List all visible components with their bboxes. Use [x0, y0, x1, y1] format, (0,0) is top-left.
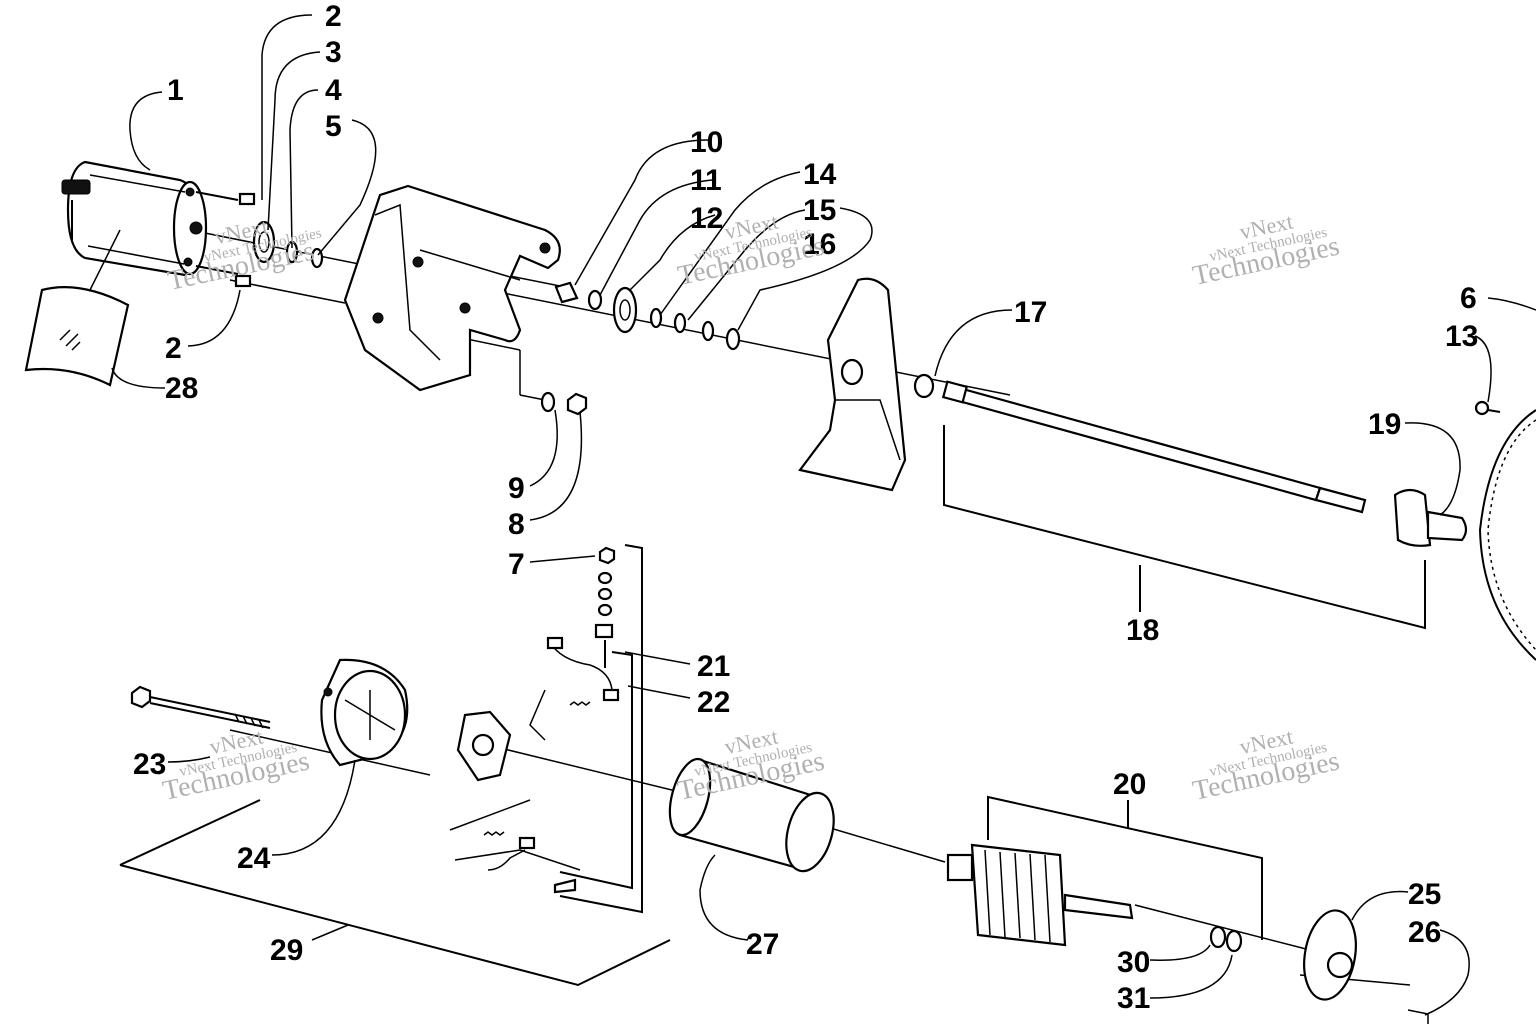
- lower-centerline: [229, 689, 1411, 986]
- watermark-3: vNext Technologies vNext Technologies: [1190, 209, 1342, 292]
- nut-washer: [540, 391, 588, 416]
- callout-4: 4: [325, 74, 342, 107]
- callout-3: 3: [325, 36, 342, 69]
- callout-17: 17: [1014, 296, 1047, 329]
- callout-31: 31: [1117, 982, 1150, 1015]
- terminal-stack: [594, 546, 616, 668]
- end-cap: [320, 658, 409, 767]
- drive-pinion: [1393, 488, 1468, 547]
- armature: [946, 843, 1134, 947]
- callout-13: 13: [1445, 320, 1478, 353]
- bushing: [913, 373, 935, 399]
- through-bolts: [195, 191, 256, 288]
- watermark-6: vNext Technologies vNext Technologies: [1190, 724, 1342, 807]
- callout-25: 25: [1408, 878, 1441, 911]
- motor-housing: [668, 757, 835, 873]
- callout-30: 30: [1117, 946, 1150, 979]
- callout-1: 1: [167, 74, 184, 107]
- label-plate: [24, 286, 130, 387]
- callout-22: 22: [697, 686, 730, 719]
- bracket-20: [987, 795, 1263, 940]
- callout-19: 19: [1368, 408, 1401, 441]
- mounting-bracket: [343, 184, 561, 392]
- callout-21: 21: [697, 650, 730, 683]
- callout-2-bottom: 2: [165, 332, 182, 365]
- starter-motor: [61, 160, 208, 291]
- end-plate: [1303, 909, 1429, 1024]
- bracket-21-22: [559, 544, 643, 914]
- callout-numbers: 1 2 3 4 5 2 28 10 11 12 14 15 16 9 8 17 …: [133, 0, 1478, 1015]
- callout-15: 15: [803, 194, 836, 227]
- armature-washers: [1209, 925, 1243, 953]
- callout-23: 23: [133, 748, 166, 781]
- callout-18: 18: [1126, 614, 1159, 647]
- callout-10: 10: [690, 126, 723, 159]
- callout-29: 29: [270, 934, 303, 967]
- bracket-18: [943, 425, 1426, 630]
- gear-stack: [554, 281, 741, 351]
- support-bracket: [798, 277, 907, 492]
- bracket-29: [119, 799, 671, 987]
- callout-6: 6: [1460, 282, 1477, 315]
- callout-2-top: 2: [325, 0, 342, 33]
- flywheel-ring: [1474, 400, 1536, 661]
- callout-12: 12: [690, 202, 723, 235]
- callout-26: 26: [1408, 916, 1441, 949]
- callout-7: 7: [508, 548, 525, 581]
- drive-shaft: [941, 380, 1367, 514]
- brush-holder: [456, 710, 512, 782]
- callout-24: 24: [237, 842, 271, 875]
- callout-28: 28: [165, 372, 198, 405]
- callout-27: 27: [746, 928, 779, 961]
- callout-5: 5: [325, 110, 342, 143]
- leader-lines: [111, 14, 1536, 1016]
- callout-14: 14: [803, 158, 837, 191]
- long-bolt: [130, 685, 271, 729]
- callout-11: 11: [690, 164, 722, 197]
- callout-16: 16: [803, 228, 836, 261]
- callout-20: 20: [1113, 768, 1146, 801]
- callout-8: 8: [508, 508, 525, 541]
- brush-springs: [483, 636, 620, 894]
- callout-9: 9: [508, 472, 525, 505]
